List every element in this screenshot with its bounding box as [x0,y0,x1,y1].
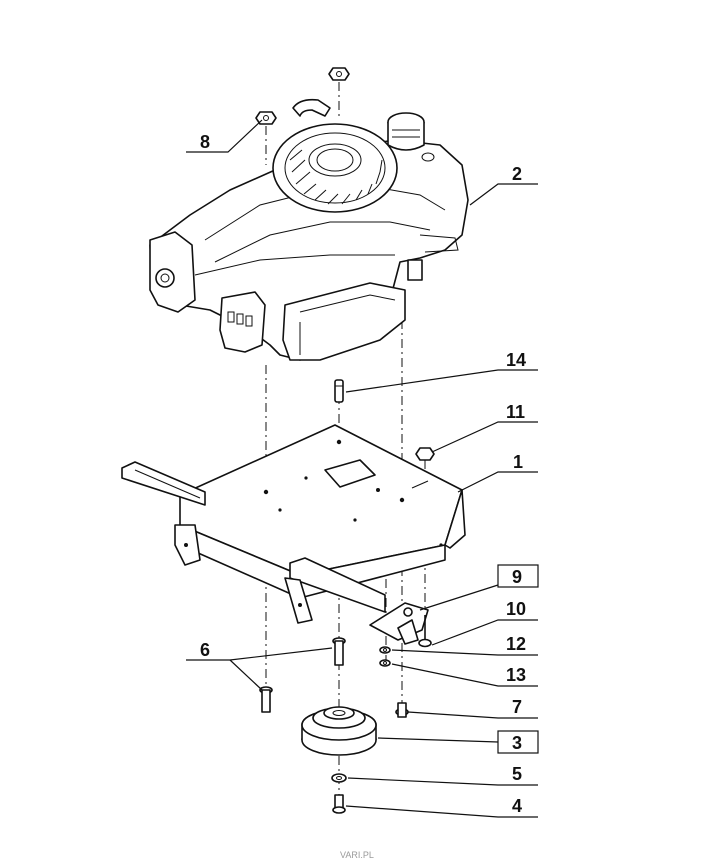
bolt-10 [418,615,432,648]
bracket-9 [369,602,429,645]
part-label-9: 9 [512,567,522,587]
washer-5 [331,773,347,783]
washers-12-13 [379,646,391,667]
engine-assembly [149,98,469,361]
part-label-10: 10 [506,599,526,619]
part-label-1: 1 [513,452,523,472]
mounting-plate [121,424,466,624]
part-label-2: 2 [512,164,522,184]
dowel-pin-14 [334,379,344,403]
pulley-3 [301,706,377,756]
part-9-box [497,564,539,588]
leader-lines [186,119,538,818]
part-label-8: 8 [200,132,210,152]
part-label-13: 13 [506,665,526,685]
bolt-7 [395,702,409,718]
part-label-3: 3 [512,733,522,753]
part-label-4: 4 [512,796,522,816]
nut-11 [415,447,435,461]
watermark: VARI.PL [340,850,374,860]
part-label-11: 11 [506,402,525,422]
bolt-4 [332,794,346,814]
part-label-5: 5 [512,764,522,784]
engine-top-nuts [255,67,350,125]
part-label-7: 7 [512,697,522,717]
part-label-6: 6 [200,640,210,660]
part-label-14: 14 [506,350,526,370]
part-3-box [497,730,539,754]
part-label-12: 12 [506,634,526,654]
bolts-6 [259,637,346,713]
